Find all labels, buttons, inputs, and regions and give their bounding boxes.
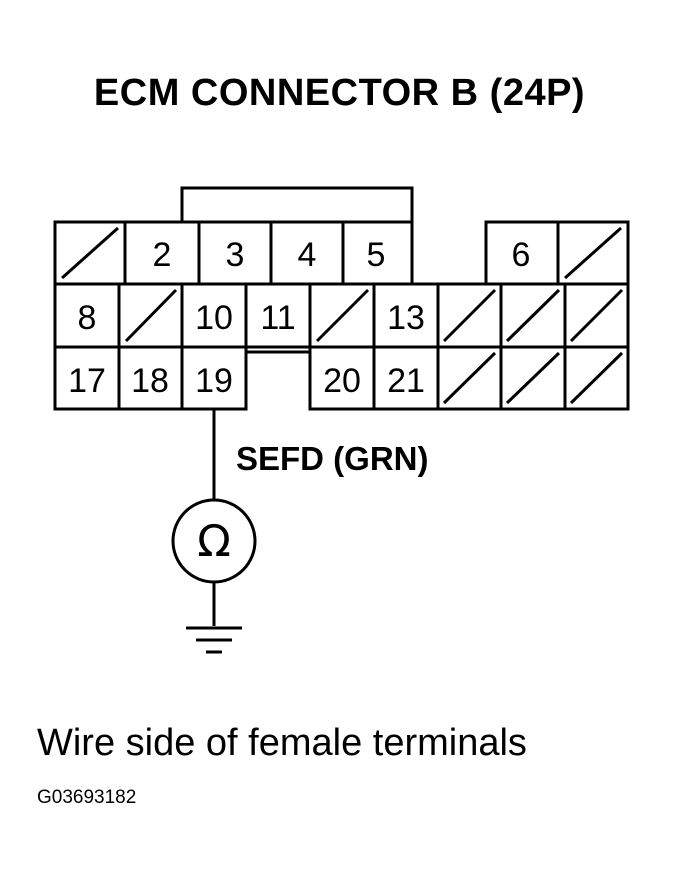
figure-id: G03693182 [37,787,137,808]
connector-bottom-notch [244,347,312,354]
pin-label: 21 [387,362,425,400]
pin-label: 4 [298,236,317,274]
cavity-16-blank [569,288,624,343]
cavity-24 [563,345,630,411]
pin-label: 2 [153,236,172,274]
cavity-15-blank [505,288,561,343]
caption: Wire side of female terminals [37,722,527,764]
connector-lock-tab [180,186,414,222]
pin-label: 10 [195,299,233,337]
wire-label: SEFD (GRN) [236,440,429,477]
cavity-12-blank [315,288,370,343]
ground-icon [186,626,242,654]
cavity-23-blank [505,351,561,405]
ohm-symbol: Ω [197,516,231,567]
cavity-9-blank [124,288,178,343]
pin-label: 18 [131,362,169,400]
pin-label: 17 [68,362,106,400]
cavity-1-blank [61,226,119,280]
pin-label: 6 [512,236,531,274]
pin-label: 11 [260,299,295,337]
cavity-14-blank [442,288,497,343]
connector-notch [410,222,488,286]
cavity-7-blank [564,226,622,280]
pin-label: 5 [367,236,386,274]
pin-label: 13 [387,299,425,337]
cavity-24-blank [569,351,624,405]
pin-label: 3 [226,236,245,274]
pin-label: 19 [195,362,233,400]
pin-label: 20 [323,362,361,400]
cavity-22-blank [442,351,497,405]
pin-label: 8 [78,299,97,337]
diagram-title: ECM CONNECTOR B (24P) [93,72,586,114]
